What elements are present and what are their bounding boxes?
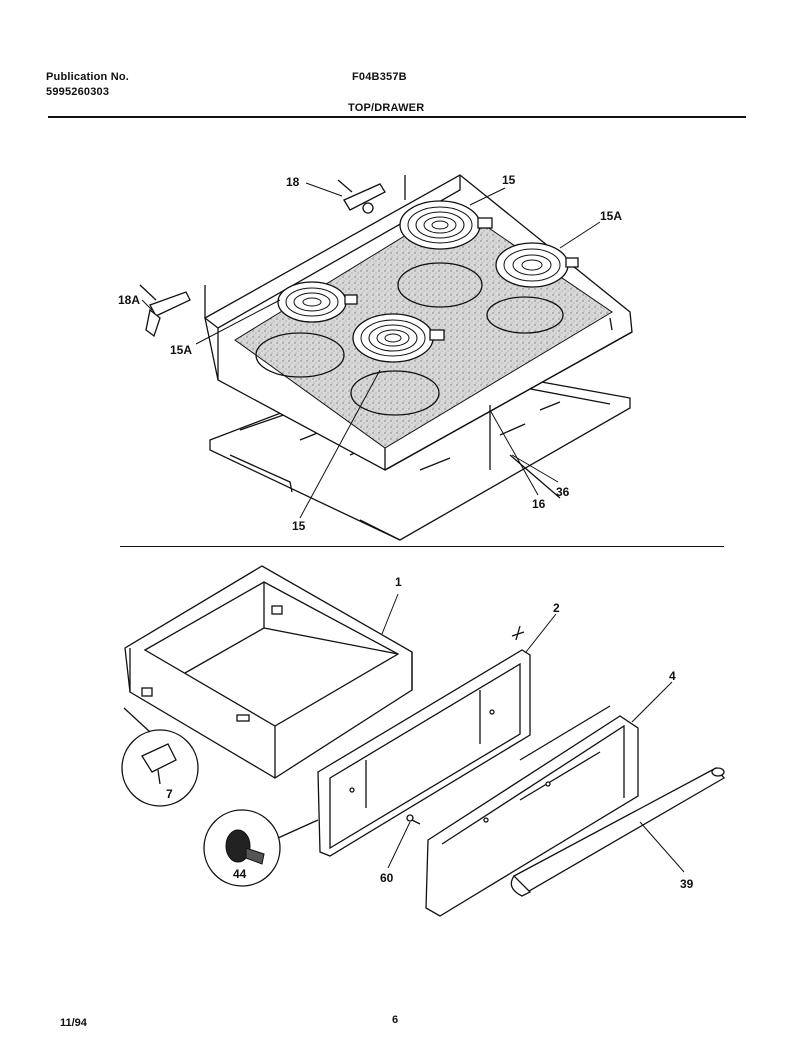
front-trim-36	[489, 405, 561, 499]
callout-18a: 18A	[118, 293, 140, 307]
surface-element-small-right	[495, 242, 579, 288]
footer-date: 11/94	[60, 1017, 87, 1029]
drawer-assembly	[121, 565, 725, 917]
leader-lines-bottom	[381, 593, 685, 873]
callout-4: 4	[669, 669, 676, 683]
section-title: TOP/DRAWER	[348, 102, 425, 114]
drawer-body-1	[124, 565, 413, 779]
callout-2: 2	[553, 601, 560, 615]
callout-39: 39	[680, 877, 694, 891]
inset-detail-7	[121, 707, 199, 807]
callout-1: 1	[395, 575, 402, 589]
model-number: F04B357B	[352, 71, 407, 83]
surface-element-large-front	[352, 313, 445, 363]
callout-18: 18	[286, 175, 300, 189]
callout-36: 36	[556, 485, 570, 499]
inset-detail-44	[203, 809, 319, 887]
callout-15a-right: 15A	[600, 209, 622, 223]
publication-number: 5995260303	[46, 86, 110, 98]
callout-15a-left: 15A	[170, 343, 192, 357]
callout-16: 16	[532, 497, 546, 511]
cooktop-assembly	[139, 174, 633, 541]
drawer-front-4	[425, 705, 639, 917]
drawer-handle-39	[510, 767, 725, 897]
callout-15-top: 15	[502, 173, 516, 187]
page-number: 6	[392, 1014, 399, 1026]
callout-60: 60	[380, 871, 394, 885]
leader-lines-top	[141, 182, 601, 519]
callout-7: 7	[166, 787, 173, 801]
header-rule	[48, 116, 746, 118]
drawer-panel-2	[317, 625, 531, 857]
callout-44: 44	[233, 867, 247, 881]
publication-label: Publication No.	[46, 71, 130, 83]
callout-15-bottom: 15	[292, 519, 306, 533]
hinge-bracket-18a	[139, 284, 191, 338]
surface-element-small-left	[277, 281, 358, 323]
screw-60	[406, 814, 421, 825]
section-divider	[120, 546, 724, 547]
hinge-bracket-18	[337, 179, 386, 214]
surface-element-large-back	[399, 200, 493, 250]
